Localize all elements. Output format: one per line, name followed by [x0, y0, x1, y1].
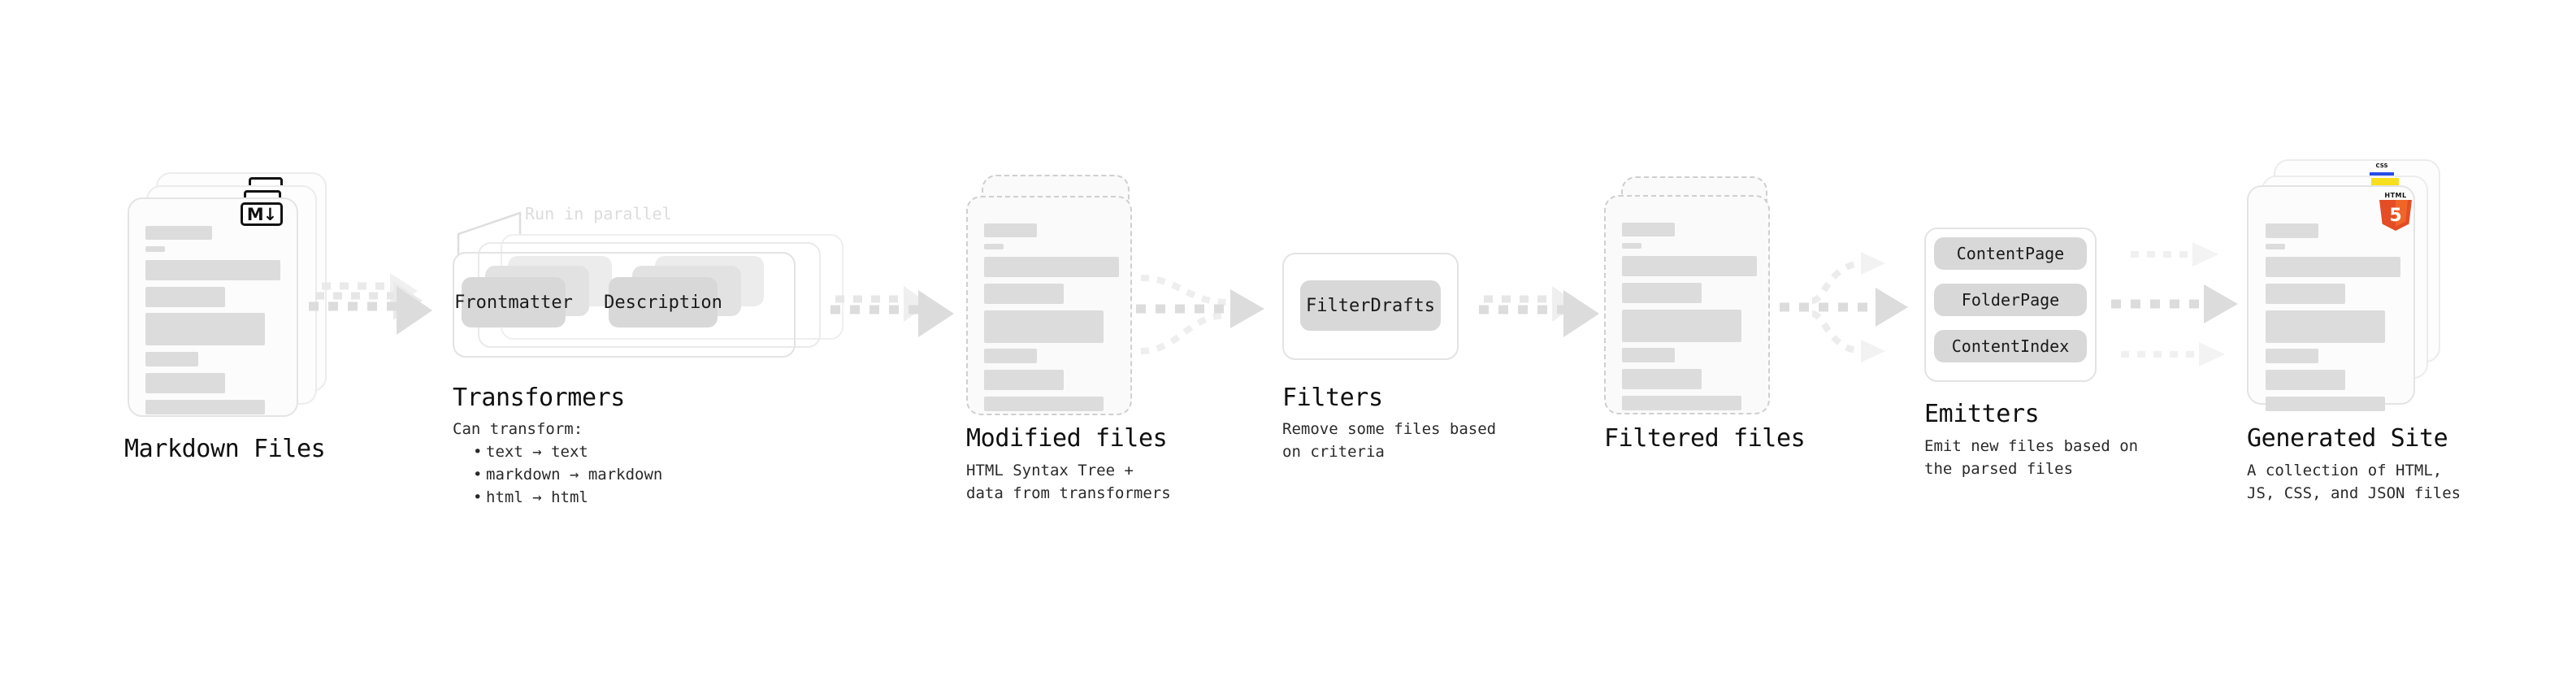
- filters-description: Remove some files based on criteria: [1282, 420, 1497, 461]
- transformers-description: Can transform:: [453, 420, 583, 438]
- skeleton-bar: [984, 349, 1037, 363]
- emitter-node-contentpage[interactable]: ContentPage: [1934, 237, 2087, 270]
- generated-site-description: A collection of HTML, JS, CSS, and JSON …: [2247, 462, 2461, 502]
- skeleton-bar: [984, 397, 1104, 411]
- skeleton-bar: [2266, 284, 2345, 304]
- skeleton-bar: [2266, 257, 2400, 277]
- skeleton-bar: [2266, 244, 2285, 249]
- run-in-parallel-bracket: [457, 211, 522, 257]
- skeleton-bar: [984, 223, 1037, 237]
- skeleton-bar: [1622, 223, 1675, 236]
- skeleton-bar: [984, 244, 1004, 249]
- emitters-description: Emit new files based on the parsed files: [1924, 437, 2139, 478]
- skeleton-bar: [2266, 310, 2385, 343]
- conn-filtered-to-emitters: [1780, 252, 1908, 362]
- emitter-node-folderpage[interactable]: FolderPage: [1934, 284, 2087, 316]
- stage-title-transformers: Transformers: [453, 384, 625, 412]
- html5-icon-number: 5: [2389, 205, 2402, 226]
- skeleton-bar: [1622, 369, 1702, 389]
- emitter-node-contentindex[interactable]: ContentIndex: [1934, 330, 2087, 362]
- css-icon-label: CSS: [2375, 163, 2388, 169]
- skeleton-bar: [145, 400, 265, 414]
- skeleton-bar: [1622, 396, 1741, 410]
- skeleton-bar: [984, 284, 1064, 304]
- skeleton-bar: [145, 260, 280, 280]
- css-icon: CSS: [2370, 163, 2394, 176]
- bullet-item: text → text: [473, 440, 662, 463]
- skeleton-bar: [2266, 223, 2318, 238]
- filter-node-filterdrafts[interactable]: FilterDrafts: [1300, 280, 1441, 331]
- conn-emitters-to-site: [2111, 242, 2238, 367]
- bullet-item: html → html: [473, 486, 662, 509]
- stage-title-emitters: Emitters: [1924, 400, 2040, 428]
- skeleton-bar: [145, 313, 265, 345]
- html5-icon-shield-inner: [2396, 200, 2408, 227]
- skeleton-bar: [1622, 348, 1675, 362]
- skeleton-bar: [145, 373, 225, 393]
- skeleton-bar: [2266, 349, 2318, 363]
- html5-icon-label: HTML: [2384, 192, 2407, 199]
- skeleton-bar: [1622, 243, 1641, 249]
- skeleton-bar: [984, 370, 1064, 390]
- skeleton-bar: [1622, 283, 1702, 303]
- skeleton-bar: [1622, 310, 1741, 342]
- skeleton-bar: [984, 310, 1104, 343]
- skeleton-bar: [2266, 370, 2345, 390]
- skeleton-bar: [145, 287, 225, 307]
- stage-title-modified-files: Modified files: [966, 424, 1168, 453]
- skeleton-bar: [145, 246, 165, 252]
- skeleton-bar: [984, 257, 1119, 277]
- stage-title-filtered-files: Filtered files: [1604, 424, 1806, 453]
- bullet-item: markdown → markdown: [473, 463, 662, 486]
- html5-icon: HTML 5: [2379, 192, 2412, 231]
- css-icon-bar: [2370, 172, 2394, 176]
- markdown-card-front: [128, 197, 298, 417]
- conn-transformers-to-modified: [830, 286, 954, 337]
- filtered-card-front: [1604, 195, 1770, 414]
- transformers-bullets: text → text markdown → markdown html → h…: [468, 440, 662, 509]
- skeleton-bar: [2266, 397, 2385, 411]
- transformer-node-description[interactable]: Description: [604, 277, 722, 327]
- stage-title-markdown-files: Markdown Files: [124, 435, 326, 463]
- run-in-parallel-label: Run in parallel: [525, 204, 672, 223]
- transformer-node-frontmatter[interactable]: Frontmatter: [454, 277, 573, 327]
- conn-modified-to-filters: [1136, 275, 1264, 354]
- skeleton-bar: [1622, 256, 1757, 276]
- skeleton-bar: [145, 226, 212, 240]
- modified-files-description: HTML Syntax Tree + data from transformer…: [966, 462, 1171, 502]
- markdown-icon: M↓: [241, 202, 283, 226]
- skeleton-bar: [145, 352, 198, 367]
- stage-title-filters: Filters: [1282, 384, 1383, 412]
- modified-card-front: [966, 196, 1132, 415]
- stage-title-generated-site: Generated Site: [2247, 424, 2448, 453]
- conn-md-to-transformers: [309, 273, 432, 335]
- conn-filters-to-filtered: [1479, 286, 1599, 337]
- transformer-container-front: [453, 252, 796, 358]
